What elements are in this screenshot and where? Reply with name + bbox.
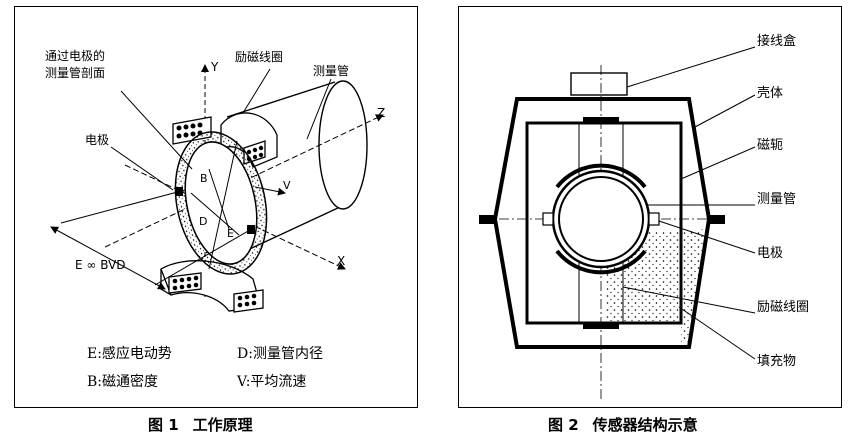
working-principle-diagram: 通过电极的 测量管剖面 励磁线圈 测量管 电极 Y Z X B D E V E … (45, 48, 385, 313)
filler-region-outer (681, 229, 705, 343)
figure-2-number: 图 2 (548, 416, 579, 434)
figure-1-panel: 通过电极的 测量管剖面 励磁线圈 测量管 电极 Y Z X B D E V E … (14, 6, 418, 408)
vertical-diameter-line (208, 140, 238, 270)
electrode-leader (658, 220, 756, 254)
right-electrode (648, 212, 660, 226)
tube-leader-line (306, 78, 332, 140)
electrode-label: 电极 (85, 133, 109, 147)
lower-yoke-arc (555, 249, 647, 275)
emf-extension-right (154, 226, 256, 286)
right-flange (707, 215, 725, 224)
section-label-line1: 通过电极的 (45, 48, 105, 63)
yoke-label: 磁轭 (757, 137, 783, 153)
measuring-tube-outer (551, 169, 651, 269)
emf-relation-label: E ∞ BVD (75, 258, 126, 272)
left-electrode (542, 212, 554, 226)
z-axis-label: Z (377, 106, 385, 120)
diameter-line (190, 192, 240, 236)
emf-extension-left (60, 189, 186, 224)
figure-1-caption: 图 1 工作原理 (148, 414, 253, 435)
housing-leader (694, 94, 756, 128)
d-label: D (199, 215, 207, 228)
legend-emf: E:感应电动势 (87, 346, 172, 362)
figure-2-title: 传感器结构示意 (592, 416, 698, 434)
coil-label: 励磁线圈 (235, 49, 283, 64)
measuring-tube-inner (558, 176, 644, 262)
figure-1-title: 工作原理 (192, 416, 253, 434)
measuring-tube-label: 测量管 (757, 192, 796, 207)
section-leader-line (120, 90, 193, 170)
lower-coil-bar (583, 323, 619, 329)
yoke-leader (680, 146, 756, 180)
b-label: B (200, 172, 208, 185)
emf-dimension-arrow (50, 226, 166, 290)
housing-label: 壳体 (757, 86, 783, 101)
v-label: V (283, 179, 291, 192)
velocity-arrow (254, 186, 286, 196)
sensor-structure-diagram: 接线盒 壳体 磁轭 测量管 电极 励磁线圈 填充物 (479, 33, 809, 399)
y-axis-label: Y (210, 60, 219, 74)
left-flange (479, 215, 497, 224)
junction-box (570, 72, 628, 96)
coil-leader (622, 286, 756, 314)
electrode-leader-line (110, 146, 174, 191)
coil-leader-line (242, 68, 271, 114)
electrode-label: 电极 (757, 246, 783, 261)
section-label-line2: 测量管剖面 (45, 65, 105, 80)
junction-box-label: 接线盒 (757, 33, 796, 49)
tube-cross-section (174, 131, 268, 275)
legend-diameter: D:测量管内径 (237, 346, 323, 362)
legend-flux-density: B:磁通密度 (87, 374, 159, 390)
x-axis-label: X (337, 254, 345, 268)
tube-label: 测量管 (313, 63, 349, 78)
e-label: E (227, 227, 234, 240)
figure-2-panel: 接线盒 壳体 磁轭 测量管 电极 励磁线圈 填充物 (458, 6, 842, 408)
upper-coil-bar (583, 117, 619, 123)
flux-density-arrow (208, 168, 230, 230)
junction-box-leader (626, 46, 756, 88)
filler-label: 填充物 (757, 353, 796, 369)
figure-2-caption: 图 2 传感器结构示意 (548, 414, 698, 435)
upper-yoke-arc (555, 163, 647, 189)
figure-1-number: 图 1 (148, 416, 179, 434)
excitation-coil-label: 励磁线圈 (757, 300, 809, 315)
filler-leader (678, 306, 756, 360)
legend-velocity: V:平均流速 (237, 374, 307, 390)
